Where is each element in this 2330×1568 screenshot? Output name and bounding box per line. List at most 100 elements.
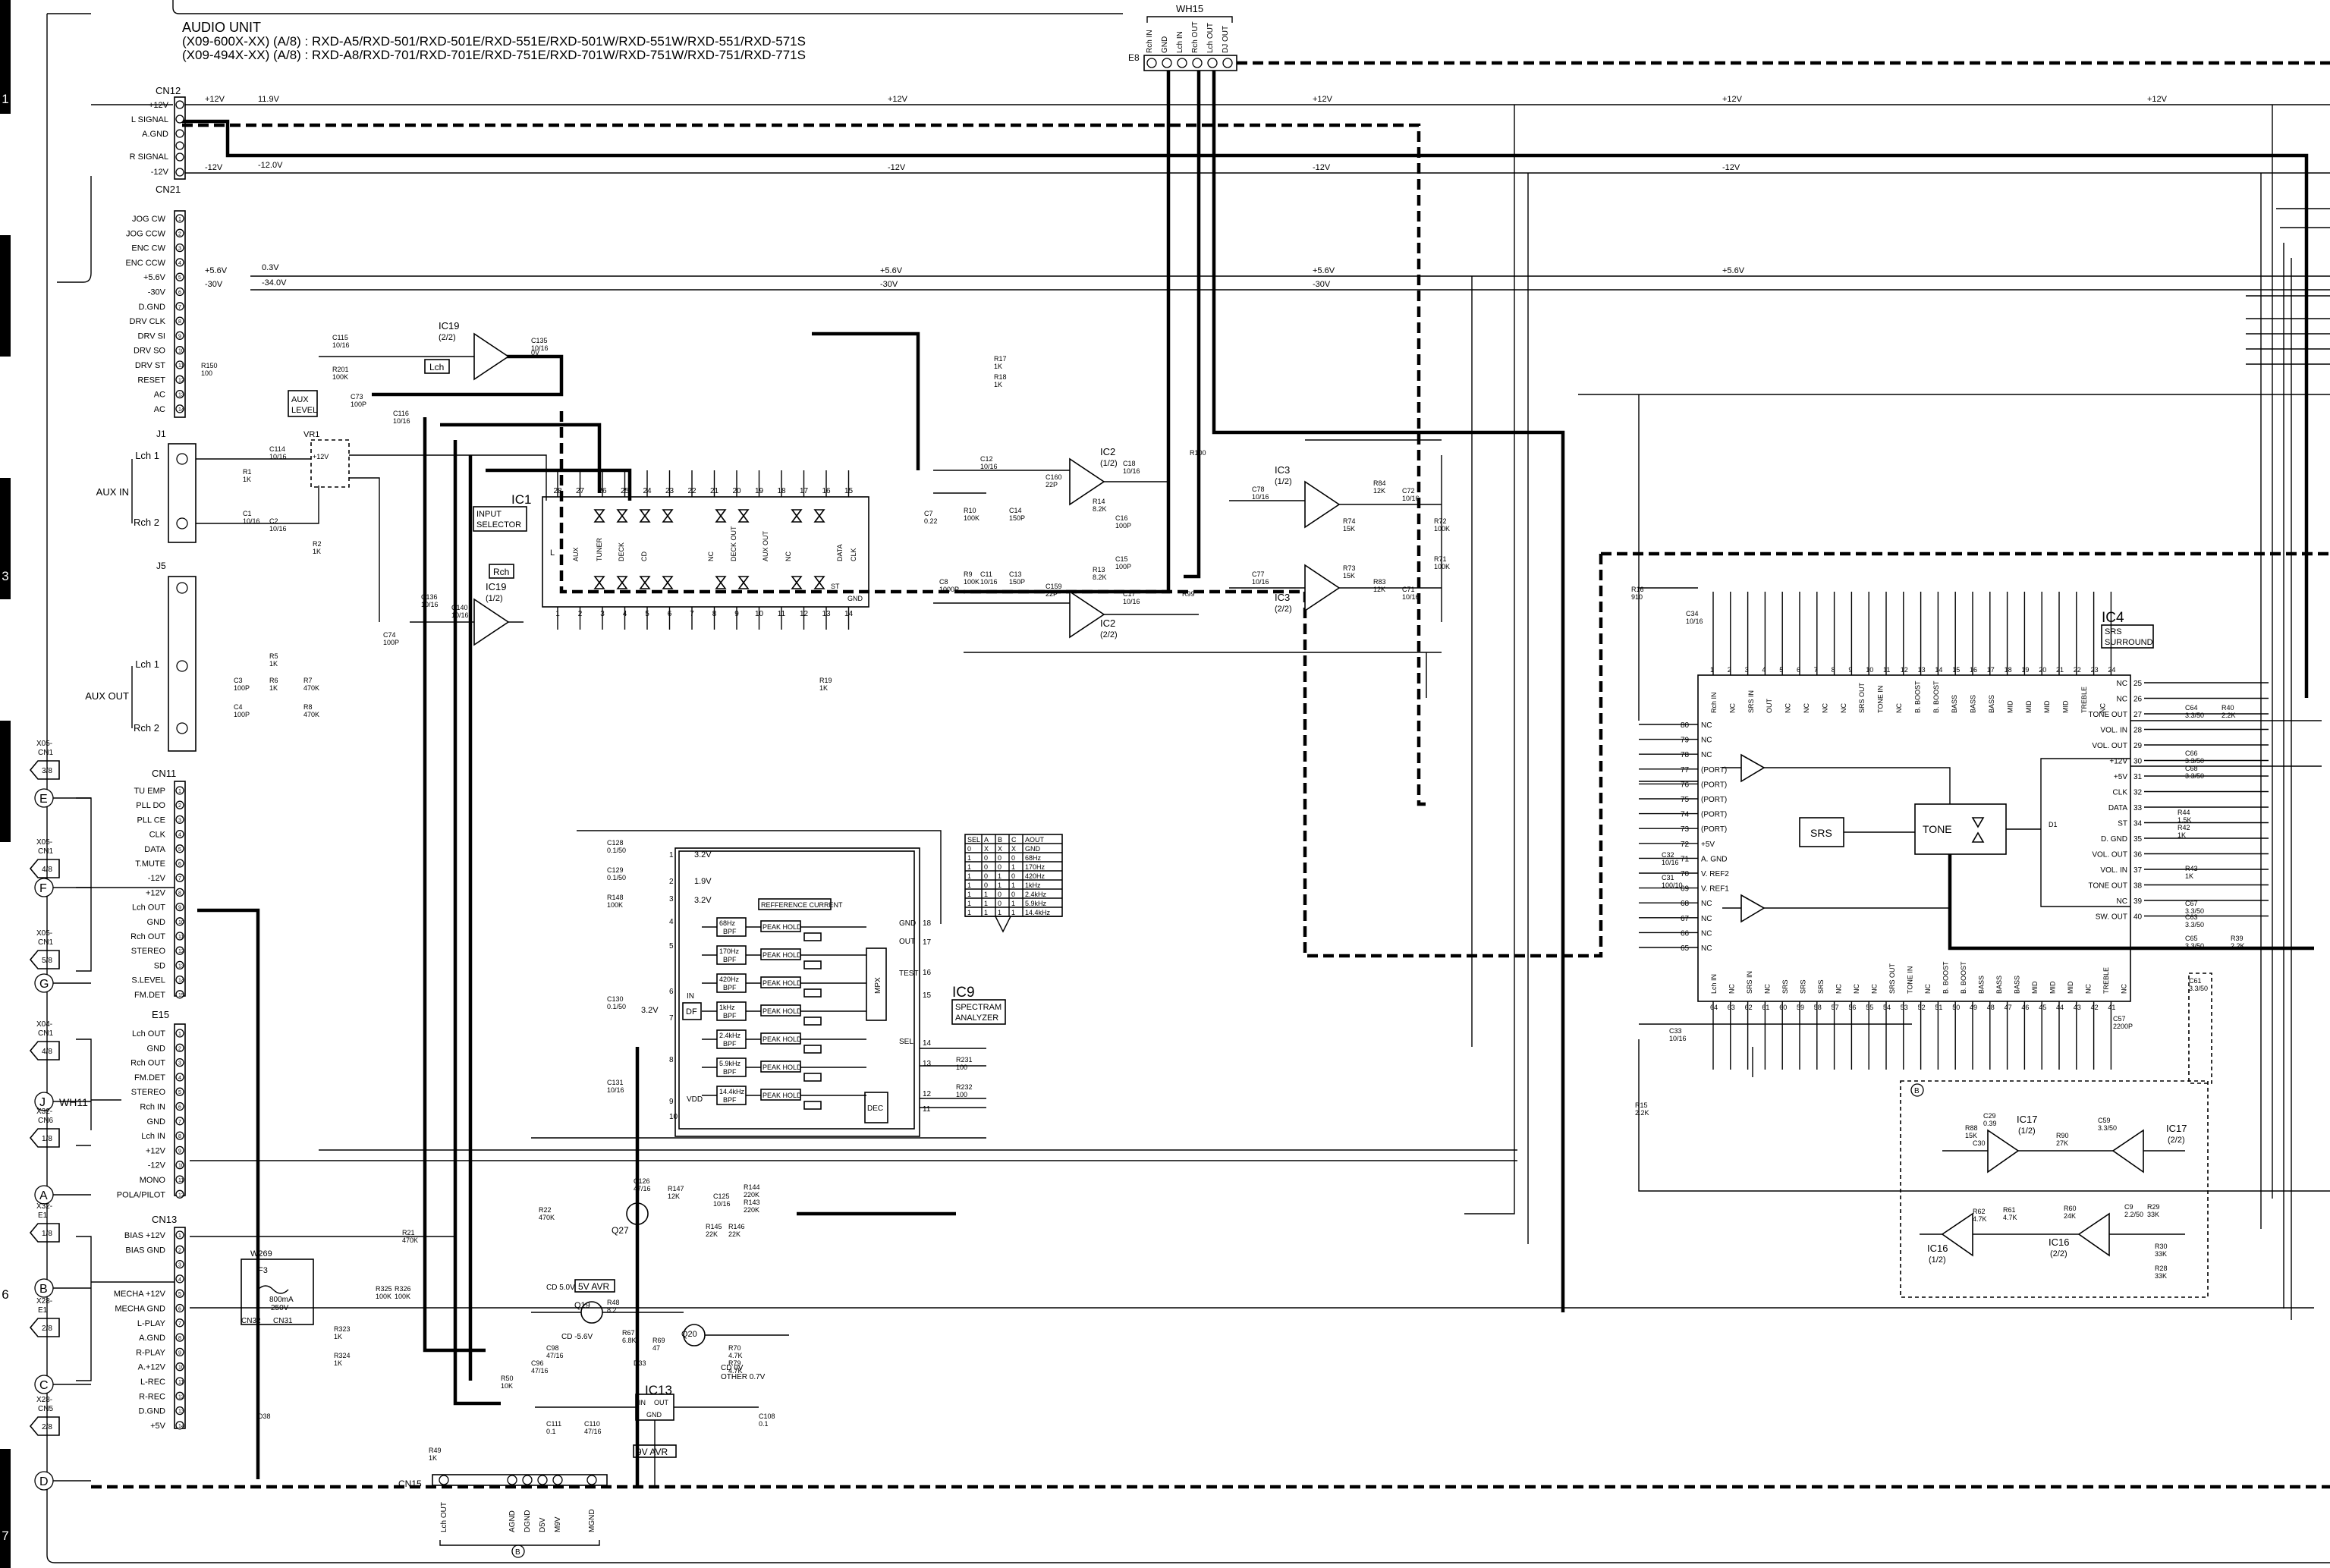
e15-pin: POLA/PILOT	[117, 1190, 165, 1199]
cn11-pad	[175, 888, 184, 897]
cn13-pad	[175, 1347, 184, 1357]
offsheet-ref: CN6	[38, 1117, 53, 1125]
rail-label: +12V	[1313, 95, 1333, 104]
component-value: 1K	[334, 1333, 342, 1340]
ic4-left-label: (PORT)	[1701, 811, 1727, 819]
cn21-pin: DRV CLK	[130, 317, 166, 326]
rail-label: -30V	[1313, 280, 1331, 289]
cn21-pad	[175, 287, 184, 297]
component-value: 6.8K	[622, 1337, 637, 1344]
ic1-analog-switch	[593, 576, 605, 589]
ic17a-triangle	[1987, 1129, 2020, 1174]
e15-pad	[175, 1131, 184, 1140]
cn13-pad-num: 3	[178, 1263, 181, 1268]
ic4-top-pin: 14	[1935, 666, 1942, 674]
component-value: 0.1	[546, 1428, 556, 1435]
cn13-pad-num: 8	[178, 1336, 181, 1341]
component-ref: C59	[2098, 1117, 2111, 1124]
component-value: 10/16	[269, 525, 287, 533]
cn21-pin: JOG CW	[132, 215, 166, 224]
note: OTHER 0.7V	[721, 1373, 766, 1381]
component-ref: +12V	[313, 453, 329, 460]
ic4-bot-label: NC	[1835, 984, 1843, 994]
component-ref: R323	[334, 1325, 351, 1333]
component-ref: R88	[1965, 1124, 1978, 1132]
ic4-left-pin: 65	[1681, 944, 1690, 953]
offsheet-extra: WH11	[59, 1096, 88, 1108]
ic4-bot-label: BASS	[1978, 976, 1986, 994]
cn11-pad-num: 3	[178, 818, 181, 823]
ic1-analog-switch	[737, 576, 750, 589]
component-ref: C96	[531, 1359, 544, 1367]
component-value: 8.2K	[1093, 573, 1107, 581]
truth-cell: 0	[1011, 872, 1015, 880]
component-ref: C115	[332, 334, 348, 341]
component-ref: R71	[1434, 555, 1447, 563]
feeders	[1464, 105, 2330, 1320]
ic4-left-pin: 71	[1681, 855, 1690, 863]
ic4-right-label: CLK	[2113, 789, 2128, 797]
e15-pad	[175, 1175, 184, 1184]
component-value: 47/16	[546, 1352, 564, 1359]
j1-jack	[176, 453, 188, 465]
component-ref: C17	[1123, 590, 1136, 598]
ic4-top-label: NC	[2099, 703, 2106, 713]
cn11-pin: STEREO	[131, 947, 166, 956]
cn21-pin: AC	[154, 391, 165, 400]
rail-label: -30V	[880, 280, 898, 289]
peak-hold-block	[760, 1061, 801, 1073]
truth-cell: 1	[1011, 900, 1015, 907]
row-marker: 5	[2, 1047, 8, 1061]
cn12-pad	[175, 168, 184, 177]
cn12-connector: CN12 +12V L SIGNAL A.GND R SIGNAL -12V	[130, 85, 186, 180]
component-ref: C63	[2185, 913, 2198, 921]
component-value: 0.1/50	[607, 874, 626, 881]
cn13-pin: A.+12V	[138, 1363, 166, 1372]
ic4-bot-label: NC	[1764, 984, 1772, 994]
ic9-pin: 9	[669, 1098, 674, 1106]
ic4-bot-pin: 44	[2056, 1004, 2064, 1011]
offsheet-letter: C	[39, 1379, 49, 1392]
component-ref: C140	[451, 604, 468, 611]
ic9-label2: ANALYZER	[955, 1013, 998, 1023]
offsheet-page: 3/8	[42, 767, 52, 775]
ic4-top-label: NC	[1840, 703, 1847, 713]
component-value: 470K	[402, 1236, 418, 1244]
component-value: 100P	[1115, 522, 1131, 529]
component-value: 1000P	[939, 586, 959, 593]
ic9-pin: 5	[669, 942, 674, 951]
wh15-pin: DJ OUT	[1222, 26, 1230, 53]
component-ref: C129	[607, 866, 624, 874]
cn11-pad	[175, 786, 184, 795]
component-ref: R61	[2003, 1206, 2016, 1214]
offsheet-flag	[29, 950, 60, 969]
component-ref: R201	[332, 366, 349, 373]
offsheet-letter: J	[39, 1096, 46, 1109]
component-ref: C77	[1252, 570, 1265, 578]
ic9-pin: 7	[669, 1014, 674, 1023]
truth-cell: 1	[998, 872, 1001, 880]
cn13-pad-num: 14	[178, 1424, 184, 1429]
ic4-bot-pin: 63	[1728, 1004, 1735, 1011]
component-ref: R100	[1190, 449, 1206, 457]
cn21-pad	[175, 360, 184, 369]
cn13-pin: R-PLAY	[136, 1348, 166, 1357]
component-ref: R2	[313, 540, 322, 548]
cn21-pin: DRV ST	[135, 361, 165, 370]
component-value: 100P	[383, 639, 399, 646]
band-cap	[803, 932, 822, 941]
cn13-pad	[175, 1377, 184, 1386]
ic3b-triangle	[1304, 564, 1341, 612]
wh15-pad	[1222, 58, 1233, 68]
ic4-bot-label: TREBLE	[2102, 967, 2110, 994]
e15-pin: -12V	[148, 1161, 166, 1171]
ic4-top-label: B. BOOST	[1932, 680, 1940, 713]
component-value: 10/16	[607, 1086, 624, 1094]
rail-label: -30V	[205, 280, 223, 289]
component-value: 100K	[1434, 563, 1450, 570]
cn21-pad-num: 3	[178, 247, 181, 252]
offsheet-page: 4/8	[42, 1048, 52, 1056]
e15-pad-num: 4	[178, 1076, 181, 1081]
